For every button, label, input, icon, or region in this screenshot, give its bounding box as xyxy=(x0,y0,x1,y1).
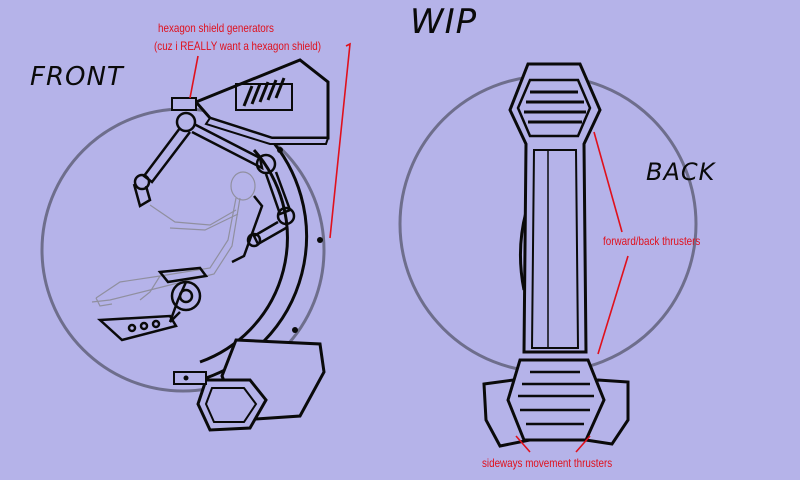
hex-generators-annotation-sub: (cuz i REALLY want a hexagon shield) xyxy=(154,39,322,53)
seat-frame xyxy=(96,195,264,342)
back-top-thruster xyxy=(516,78,592,138)
robotic-arm xyxy=(132,111,296,248)
forward-back-thrusters-annotation: forward/back thrusters xyxy=(603,234,701,248)
hex-generators-annotation: hexagon shield generators xyxy=(158,21,274,35)
annotation-lines xyxy=(189,42,629,453)
rider-sketch xyxy=(91,171,256,307)
back-view-label: BACK xyxy=(646,158,716,186)
page-title: WIP xyxy=(410,2,478,42)
front-view xyxy=(40,58,330,432)
bottom-thruster-pod xyxy=(173,338,326,432)
sideways-thrusters-annotation: sideways movement thrusters xyxy=(482,456,613,470)
top-shield-generator xyxy=(171,58,330,145)
front-view-label: FRONT xyxy=(30,62,124,92)
back-bottom-thrusters xyxy=(482,358,630,448)
back-view xyxy=(398,62,698,448)
back-spine xyxy=(508,62,602,354)
